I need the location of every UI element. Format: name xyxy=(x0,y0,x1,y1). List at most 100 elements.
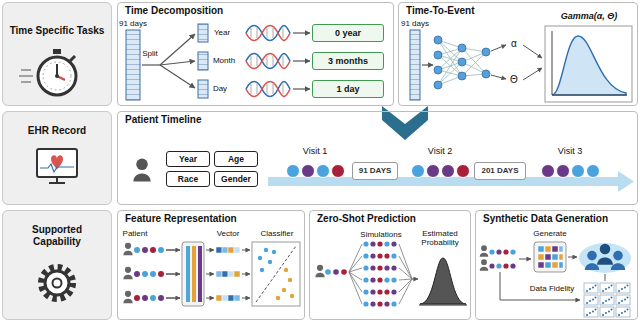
decomposition-illustration xyxy=(246,26,290,41)
panel-heading: Supported Capability xyxy=(7,224,107,248)
synthetic-illustration xyxy=(489,249,494,254)
capability-panel: Feature Representation xyxy=(117,210,305,320)
box-label: 91 DAYS xyxy=(359,166,392,176)
zero-shot-illustration xyxy=(391,253,396,258)
timeline-illustration xyxy=(287,165,300,178)
synthetic-illustration xyxy=(480,242,631,317)
feature-illustration xyxy=(166,250,180,251)
box-label: Year xyxy=(179,154,197,164)
timeline-illustration xyxy=(268,177,618,186)
attribute-box: Gender xyxy=(214,171,258,187)
time-to-event-illustration xyxy=(434,36,442,44)
side-panel-fill xyxy=(2,210,112,320)
zero-shot-illustration xyxy=(391,241,396,246)
synthetic-illustration xyxy=(545,262,551,268)
zero-shot-illustration xyxy=(391,277,396,282)
side-panel-fill xyxy=(2,111,112,205)
synthetic-illustration xyxy=(480,245,489,257)
feature-illustration xyxy=(228,271,234,277)
attribute-box: Race xyxy=(166,171,210,187)
feature-illustration xyxy=(290,294,294,298)
box-label: Age xyxy=(228,154,244,164)
decomposition-illustration xyxy=(293,60,310,61)
stopwatch-icon xyxy=(43,62,71,90)
zero-shot-illustration xyxy=(370,301,375,306)
timeline-illustration xyxy=(427,165,440,178)
step-label: Vector xyxy=(217,229,240,238)
stopwatch-icon xyxy=(19,70,33,82)
feature-illustration xyxy=(260,268,264,272)
time-to-event-illustration xyxy=(422,64,433,65)
feature-illustration xyxy=(150,247,156,253)
synthetic-illustration xyxy=(600,283,614,293)
time-to-event-illustration xyxy=(458,44,466,52)
timeline-illustration xyxy=(557,165,570,178)
synthetic-illustration xyxy=(545,254,551,260)
feature-illustration xyxy=(234,271,240,277)
feature-illustration xyxy=(166,298,180,299)
synthetic-illustration xyxy=(605,274,606,281)
side-panel-fill xyxy=(2,2,112,106)
panel-heading: Zero-Shot Prediction xyxy=(317,213,463,225)
feature-illustration xyxy=(242,274,250,275)
decomposition-illustration xyxy=(246,82,290,97)
synthetic-illustration xyxy=(579,243,631,273)
distribution-label: Gamma(α, Θ) xyxy=(561,11,618,21)
feature-illustration xyxy=(228,295,234,301)
box-label: 3 months xyxy=(328,56,368,67)
feature-illustration xyxy=(134,271,140,277)
stopwatch-icon xyxy=(38,57,76,95)
zero-shot-illustration xyxy=(377,289,382,294)
row-label: Supported Capability xyxy=(2,210,112,320)
unit-label: Month xyxy=(213,56,235,65)
stopwatch-icon xyxy=(53,49,61,54)
panel-heading: EHR Record xyxy=(7,125,107,137)
time-to-event-illustration xyxy=(438,40,486,85)
feature-illustration xyxy=(206,274,214,275)
synthetic-illustration xyxy=(584,283,598,293)
input-length: 91 days xyxy=(119,19,147,28)
step-label: Generate xyxy=(533,229,566,238)
timeline-illustration xyxy=(412,165,425,178)
synthetic-illustration xyxy=(559,262,563,268)
timeline-illustration xyxy=(542,165,555,178)
time-to-event-illustration xyxy=(458,58,466,66)
row-label: EHR Record xyxy=(2,111,112,205)
synthetic-illustration xyxy=(597,244,613,265)
timeline-illustration xyxy=(317,165,330,178)
timeline-illustration xyxy=(287,165,600,178)
zero-shot-illustration xyxy=(363,265,368,270)
zero-shot-illustration xyxy=(349,244,362,304)
attribute-box: Year xyxy=(166,151,210,167)
synthetic-illustration xyxy=(611,251,625,270)
zero-shot-illustration xyxy=(391,301,396,306)
synthetic-illustration xyxy=(559,254,563,260)
feature-illustration xyxy=(222,295,228,301)
zero-shot-illustration xyxy=(325,269,331,275)
decomposition-illustration xyxy=(246,54,290,69)
synthetic-illustration xyxy=(500,272,580,300)
synthetic-illustration xyxy=(538,246,544,252)
gear-icon xyxy=(45,271,69,295)
zero-shot-illustration xyxy=(384,253,389,258)
timeline-illustration xyxy=(587,165,600,178)
row-label: Time Specific Tasks xyxy=(2,2,112,106)
zero-shot-illustration xyxy=(315,241,467,306)
zero-shot-illustration xyxy=(377,301,382,306)
synthetic-illustration xyxy=(600,307,614,317)
synthetic-illustration xyxy=(545,246,551,252)
decomposition-illustration xyxy=(142,64,160,65)
synthetic-illustration xyxy=(503,249,508,254)
feature-illustration xyxy=(123,243,132,255)
box-label: 0 year xyxy=(335,28,361,39)
synthetic-illustration xyxy=(600,295,614,305)
feature-illustration xyxy=(123,242,300,306)
feature-illustration xyxy=(242,298,250,299)
feature-illustration xyxy=(192,246,196,302)
ehr-monitor-icon xyxy=(40,164,74,172)
feature-illustration xyxy=(166,274,180,275)
side-panel-fill xyxy=(2,2,112,320)
timeline-illustration xyxy=(133,159,150,182)
box-label: 1 day xyxy=(336,84,359,95)
